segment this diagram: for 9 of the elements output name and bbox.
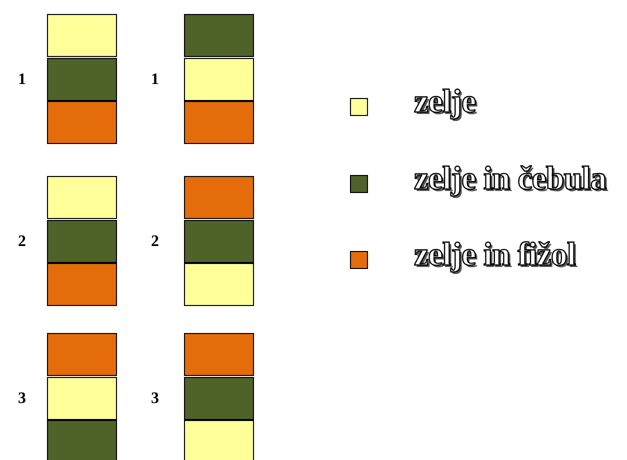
row-number: 1 [18, 71, 26, 89]
row-number: 2 [151, 233, 159, 251]
row-number: 3 [18, 390, 26, 408]
row-number: 1 [151, 71, 159, 89]
row-number: 2 [18, 233, 26, 251]
legend-label: zelje in fižol [414, 239, 576, 272]
legend-label: zelje in čebula [414, 163, 606, 196]
legend-label: zelje [414, 86, 476, 119]
row-number: 3 [151, 390, 159, 408]
